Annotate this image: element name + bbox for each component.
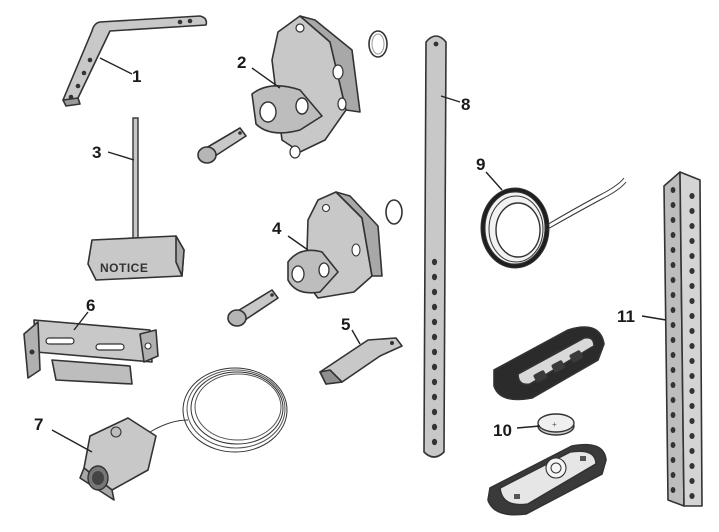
part-number-4: 4 <box>272 219 282 238</box>
angle-hole <box>670 247 676 253</box>
angle-hole <box>670 457 676 463</box>
strap-hole <box>431 303 438 311</box>
part-4-header-bracket <box>287 191 383 299</box>
angle-hole <box>689 193 695 199</box>
angle-hole <box>670 472 676 478</box>
angle-hole <box>670 262 676 268</box>
strap-hole <box>431 393 438 401</box>
part-number-6: 6 <box>86 296 95 315</box>
part-number-9: 9 <box>476 155 485 174</box>
angle-hole <box>689 223 695 229</box>
part-2-door-bracket <box>251 15 361 159</box>
part-2-clevis-pin <box>197 127 247 164</box>
part-7-safety-sensor <box>79 417 157 501</box>
leader-line <box>99 57 133 75</box>
part-10-coin-battery: + <box>537 413 575 436</box>
angle-hole <box>670 187 676 193</box>
svg-text:+: + <box>552 420 557 429</box>
leader-line <box>440 95 461 103</box>
leader-line <box>485 171 503 191</box>
angle-hole <box>689 313 695 319</box>
part-number-2: 2 <box>237 53 246 72</box>
part-number-7: 7 <box>34 415 43 434</box>
angle-hole <box>670 202 676 208</box>
strap-hole <box>431 333 438 341</box>
angle-hole <box>689 343 695 349</box>
strap-hole <box>431 318 438 326</box>
part-number-8: 8 <box>461 95 470 114</box>
part-6-mounting-bracket <box>23 319 159 385</box>
angle-hole <box>689 268 695 274</box>
part-8-rail-strap <box>423 35 447 458</box>
angle-hole <box>670 232 676 238</box>
angle-hole <box>689 403 695 409</box>
leader-line <box>287 235 309 251</box>
angle-hole <box>670 412 676 418</box>
leader-line <box>251 67 281 89</box>
angle-hole <box>689 298 695 304</box>
part-3-notice-tag: NOTICE <box>87 117 185 281</box>
angle-hole <box>689 388 695 394</box>
part-5-release-wedge <box>319 337 403 385</box>
part-number-3: 3 <box>92 143 101 162</box>
strap-hole <box>431 288 438 296</box>
leader-line <box>107 151 135 161</box>
part-10-remote-back-cover <box>487 443 607 516</box>
angle-hole <box>689 208 695 214</box>
part-number-1: 1 <box>132 67 141 86</box>
angle-hole <box>689 433 695 439</box>
strap-hole <box>431 348 438 356</box>
angle-hole <box>689 463 695 469</box>
angle-hole <box>670 337 676 343</box>
angle-hole <box>689 418 695 424</box>
part-7-wire-coil <box>149 367 288 453</box>
angle-hole <box>689 238 695 244</box>
angle-hole <box>689 478 695 484</box>
leader-line <box>73 311 89 331</box>
angle-hole <box>670 322 676 328</box>
strap-hole <box>431 378 438 386</box>
angle-hole <box>670 352 676 358</box>
angle-hole <box>670 277 676 283</box>
part-11-angle-iron <box>663 171 703 507</box>
angle-hole <box>670 397 676 403</box>
leader-line <box>51 429 93 453</box>
leader-line <box>641 315 667 321</box>
angle-hole <box>670 367 676 373</box>
strap-hole <box>431 408 438 416</box>
angle-hole <box>670 487 676 493</box>
angle-hole <box>689 448 695 454</box>
angle-hole <box>689 373 695 379</box>
angle-hole <box>689 253 695 259</box>
part-1-curved-door-arm <box>62 15 208 107</box>
angle-hole <box>670 382 676 388</box>
part-10-remote-control <box>493 326 605 401</box>
strap-hole <box>431 273 438 281</box>
angle-hole <box>689 358 695 364</box>
angle-hole <box>670 292 676 298</box>
angle-hole <box>670 442 676 448</box>
leader-line <box>516 425 541 429</box>
strap-hole <box>431 423 438 431</box>
angle-hole <box>670 217 676 223</box>
part-number-5: 5 <box>341 315 350 334</box>
part-4-clevis-pin <box>227 289 279 327</box>
notice-label: NOTICE <box>100 261 148 275</box>
part-number-11: 11 <box>617 307 635 326</box>
angle-hole <box>689 493 695 499</box>
angle-hole <box>689 283 695 289</box>
strap-hole <box>431 438 438 446</box>
part-2-ring-clip <box>368 30 388 58</box>
strap-hole <box>431 363 438 371</box>
angle-hole <box>689 328 695 334</box>
angle-hole <box>670 427 676 433</box>
part-number-10: 10 <box>493 421 512 440</box>
leader-line <box>351 329 361 345</box>
angle-hole <box>670 307 676 313</box>
strap-hole <box>431 258 438 266</box>
part-9-coiled-wire <box>480 177 627 269</box>
part-4-ring-clip <box>385 199 403 225</box>
